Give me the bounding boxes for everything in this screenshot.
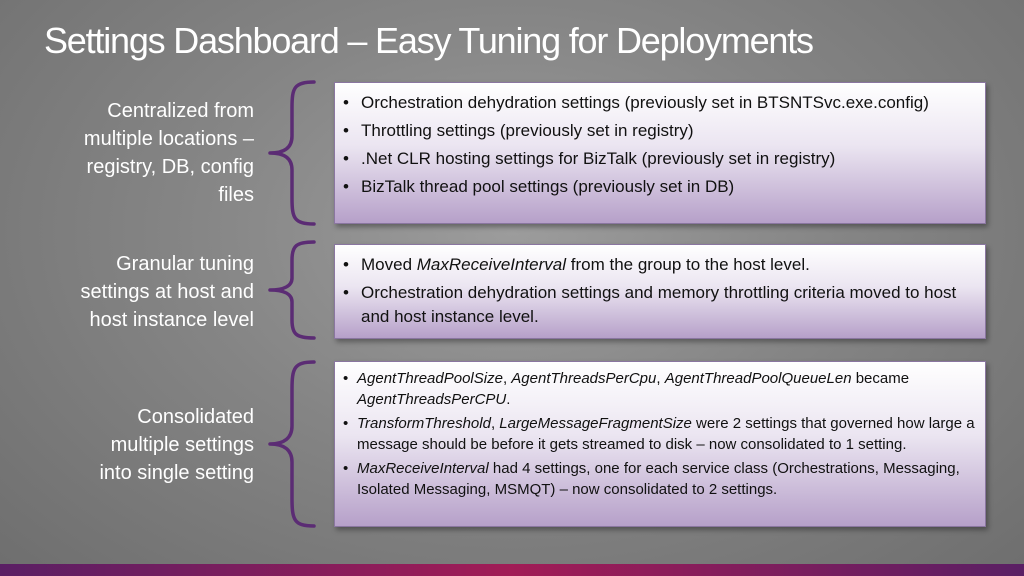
text-run: Moved bbox=[361, 255, 417, 274]
setting-name: AgentThreadPoolQueueLen bbox=[664, 370, 852, 387]
text-run: from the group to the host level. bbox=[566, 255, 810, 274]
list-item: .Net CLR hosting settings for BizTalk (p… bbox=[343, 147, 975, 171]
label-line: host instance level bbox=[89, 309, 254, 331]
text-run: . bbox=[506, 391, 511, 408]
bullet-list: Orchestration dehydration settings (prev… bbox=[343, 91, 975, 199]
list-item: Throttling settings (previously set in r… bbox=[343, 119, 975, 143]
section-2-label: Granular tuning settings at host and hos… bbox=[20, 250, 254, 334]
section-3-box: AgentThreadPoolSize, AgentThreadsPerCpu,… bbox=[334, 361, 986, 527]
label-line: Granular tuning bbox=[116, 253, 254, 275]
list-item: TransformThreshold, LargeMessageFragment… bbox=[343, 413, 977, 455]
bottom-accent-bar bbox=[0, 564, 1024, 576]
setting-name: MaxReceiveInterval bbox=[416, 255, 567, 274]
text-run: , bbox=[502, 370, 512, 387]
curly-brace-icon bbox=[268, 240, 316, 340]
setting-name: AgentThreadPoolSize bbox=[357, 370, 503, 387]
section-3-label: Consolidated multiple settings into sing… bbox=[20, 403, 254, 487]
label-line: Centralized from bbox=[107, 100, 254, 122]
label-line: settings at host and bbox=[80, 281, 254, 303]
text-run: became bbox=[851, 370, 910, 387]
section-1-label: Centralized from multiple locations – re… bbox=[20, 97, 254, 209]
list-item: AgentThreadPoolSize, AgentThreadsPerCpu,… bbox=[343, 368, 977, 410]
label-line: Consolidated bbox=[137, 406, 254, 428]
list-item: BizTalk thread pool settings (previously… bbox=[343, 175, 975, 199]
list-item: Moved MaxReceiveInterval from the group … bbox=[343, 253, 975, 277]
setting-name: AgentThreadsPerCpu bbox=[511, 370, 657, 387]
slide-title: Settings Dashboard – Easy Tuning for Dep… bbox=[44, 20, 814, 61]
text-run: , bbox=[490, 415, 500, 432]
curly-brace-icon bbox=[268, 360, 316, 528]
section-1-box: Orchestration dehydration settings (prev… bbox=[334, 82, 986, 224]
section-2-box: Moved MaxReceiveInterval from the group … bbox=[334, 244, 986, 339]
label-line: multiple locations – bbox=[83, 128, 254, 150]
text-run: had 4 settings, one for each service cla… bbox=[357, 460, 960, 498]
label-line: registry, DB, config bbox=[86, 156, 254, 178]
label-line: files bbox=[218, 184, 254, 206]
label-line: into single setting bbox=[99, 462, 254, 484]
curly-brace-icon bbox=[268, 80, 316, 226]
bullet-list: AgentThreadPoolSize, AgentThreadsPerCpu,… bbox=[343, 368, 977, 500]
list-item: Orchestration dehydration settings (prev… bbox=[343, 91, 975, 115]
label-line: multiple settings bbox=[110, 434, 254, 456]
setting-name: AgentThreadsPerCPU bbox=[357, 391, 507, 408]
list-item: MaxReceiveInterval had 4 settings, one f… bbox=[343, 458, 977, 500]
text-run: , bbox=[656, 370, 665, 387]
list-item: Orchestration dehydration settings and m… bbox=[343, 281, 975, 329]
setting-name: TransformThreshold bbox=[357, 415, 491, 432]
bullet-list: Moved MaxReceiveInterval from the group … bbox=[343, 253, 975, 329]
setting-name: LargeMessageFragmentSize bbox=[499, 415, 692, 432]
text-run: were 2 settings that governed how large … bbox=[357, 415, 975, 453]
setting-name: MaxReceiveInterval bbox=[357, 460, 489, 477]
